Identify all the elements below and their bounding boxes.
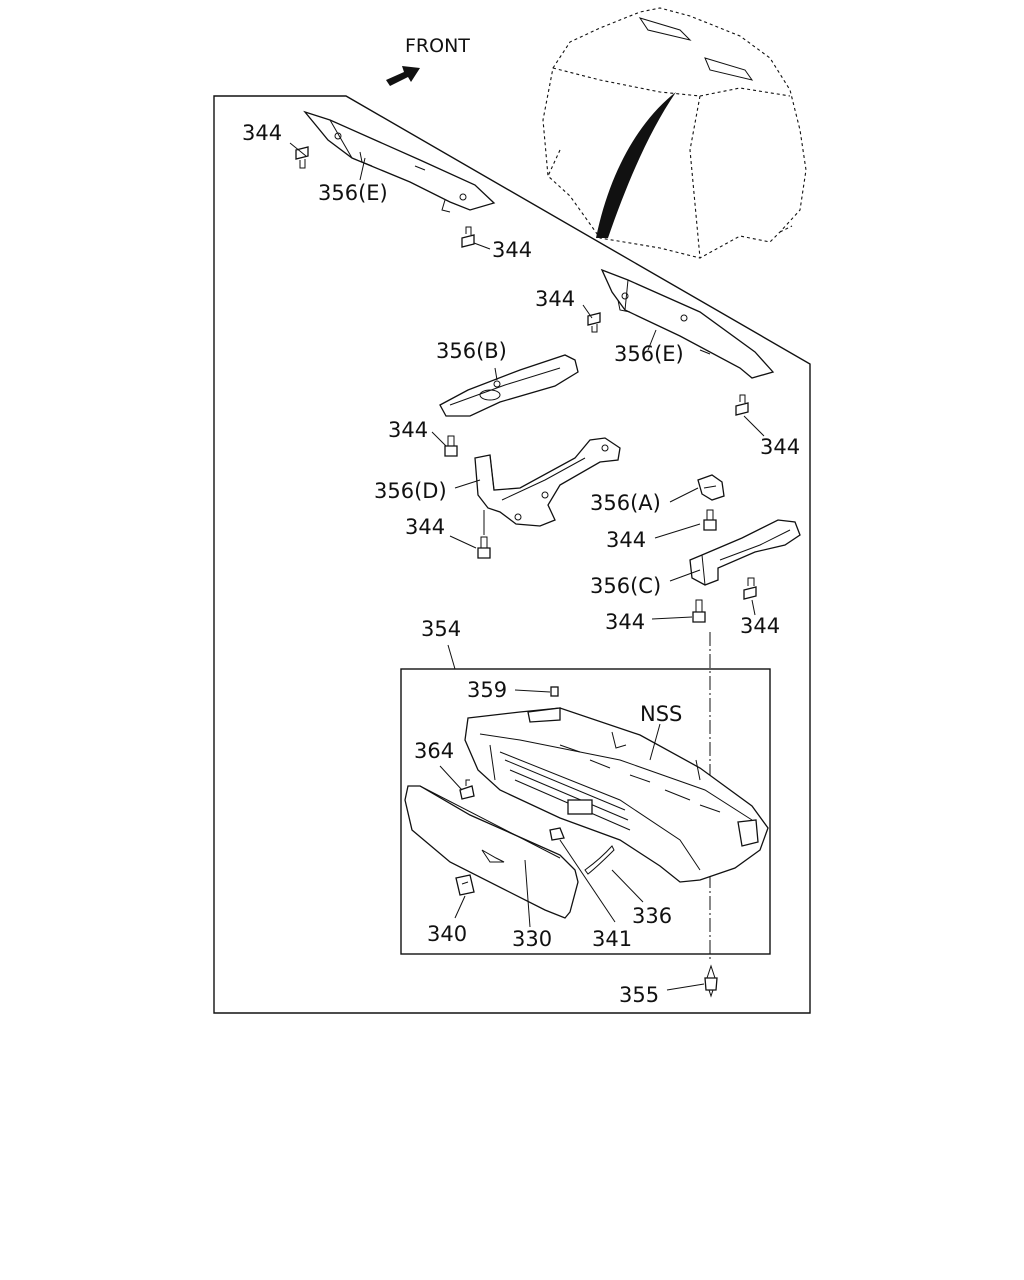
label-344: 344 (405, 515, 445, 539)
label-344: 344 (492, 238, 532, 262)
clip-icon (550, 686, 559, 697)
console-cover (542, 7, 807, 259)
label-344: 344 (242, 121, 282, 145)
label-356e: 356(E) (614, 342, 684, 366)
front-arrow-icon (386, 66, 420, 86)
label-344: 344 (535, 287, 575, 311)
label-356c: 356(C) (590, 574, 661, 598)
glove-box-door (404, 785, 579, 919)
label-336: 336 (632, 904, 672, 928)
bracket-356e-right (600, 268, 775, 379)
damper-336-icon (584, 845, 615, 875)
bracket-356b (439, 354, 579, 417)
label-nss: NSS (640, 702, 682, 726)
label-344: 344 (388, 418, 428, 442)
label-330: 330 (512, 927, 552, 951)
bolt-icon (477, 536, 491, 559)
diagram-frame (213, 95, 811, 1014)
bracket-356e-top (303, 110, 496, 213)
clip-341-icon (549, 827, 565, 841)
label-364: 364 (414, 739, 454, 763)
bolt-icon (703, 509, 717, 531)
screw-364-icon (459, 779, 475, 800)
label-354: 354 (421, 617, 461, 641)
label-344: 344 (740, 614, 780, 638)
bolt-icon (692, 599, 706, 623)
bolt-icon (587, 312, 601, 333)
bracket-356c (689, 519, 801, 586)
leader-lines (289, 142, 765, 991)
screw-355-icon (704, 964, 718, 998)
label-356d: 356(D) (374, 479, 447, 503)
assembly-box-354 (400, 668, 771, 955)
label-359: 359 (467, 678, 507, 702)
label-340: 340 (427, 922, 467, 946)
latch-340-icon (455, 874, 475, 896)
bolt-icon (461, 226, 475, 248)
front-label: FRONT (405, 35, 470, 57)
bracket-356a (697, 474, 725, 501)
label-341: 341 (592, 927, 632, 951)
label-355: 355 (619, 983, 659, 1007)
bolt-icon (444, 435, 458, 457)
label-356e: 356(E) (318, 181, 388, 205)
label-344: 344 (605, 610, 645, 634)
bolt-icon (735, 394, 749, 416)
label-344: 344 (606, 528, 646, 552)
glove-box-housing (464, 707, 769, 883)
bolt-icon (295, 146, 309, 169)
label-356a: 356(A) (590, 491, 661, 515)
label-344: 344 (760, 435, 800, 459)
bolt-icon (743, 577, 757, 600)
label-356b: 356(B) (436, 339, 507, 363)
bracket-356d (474, 437, 621, 527)
